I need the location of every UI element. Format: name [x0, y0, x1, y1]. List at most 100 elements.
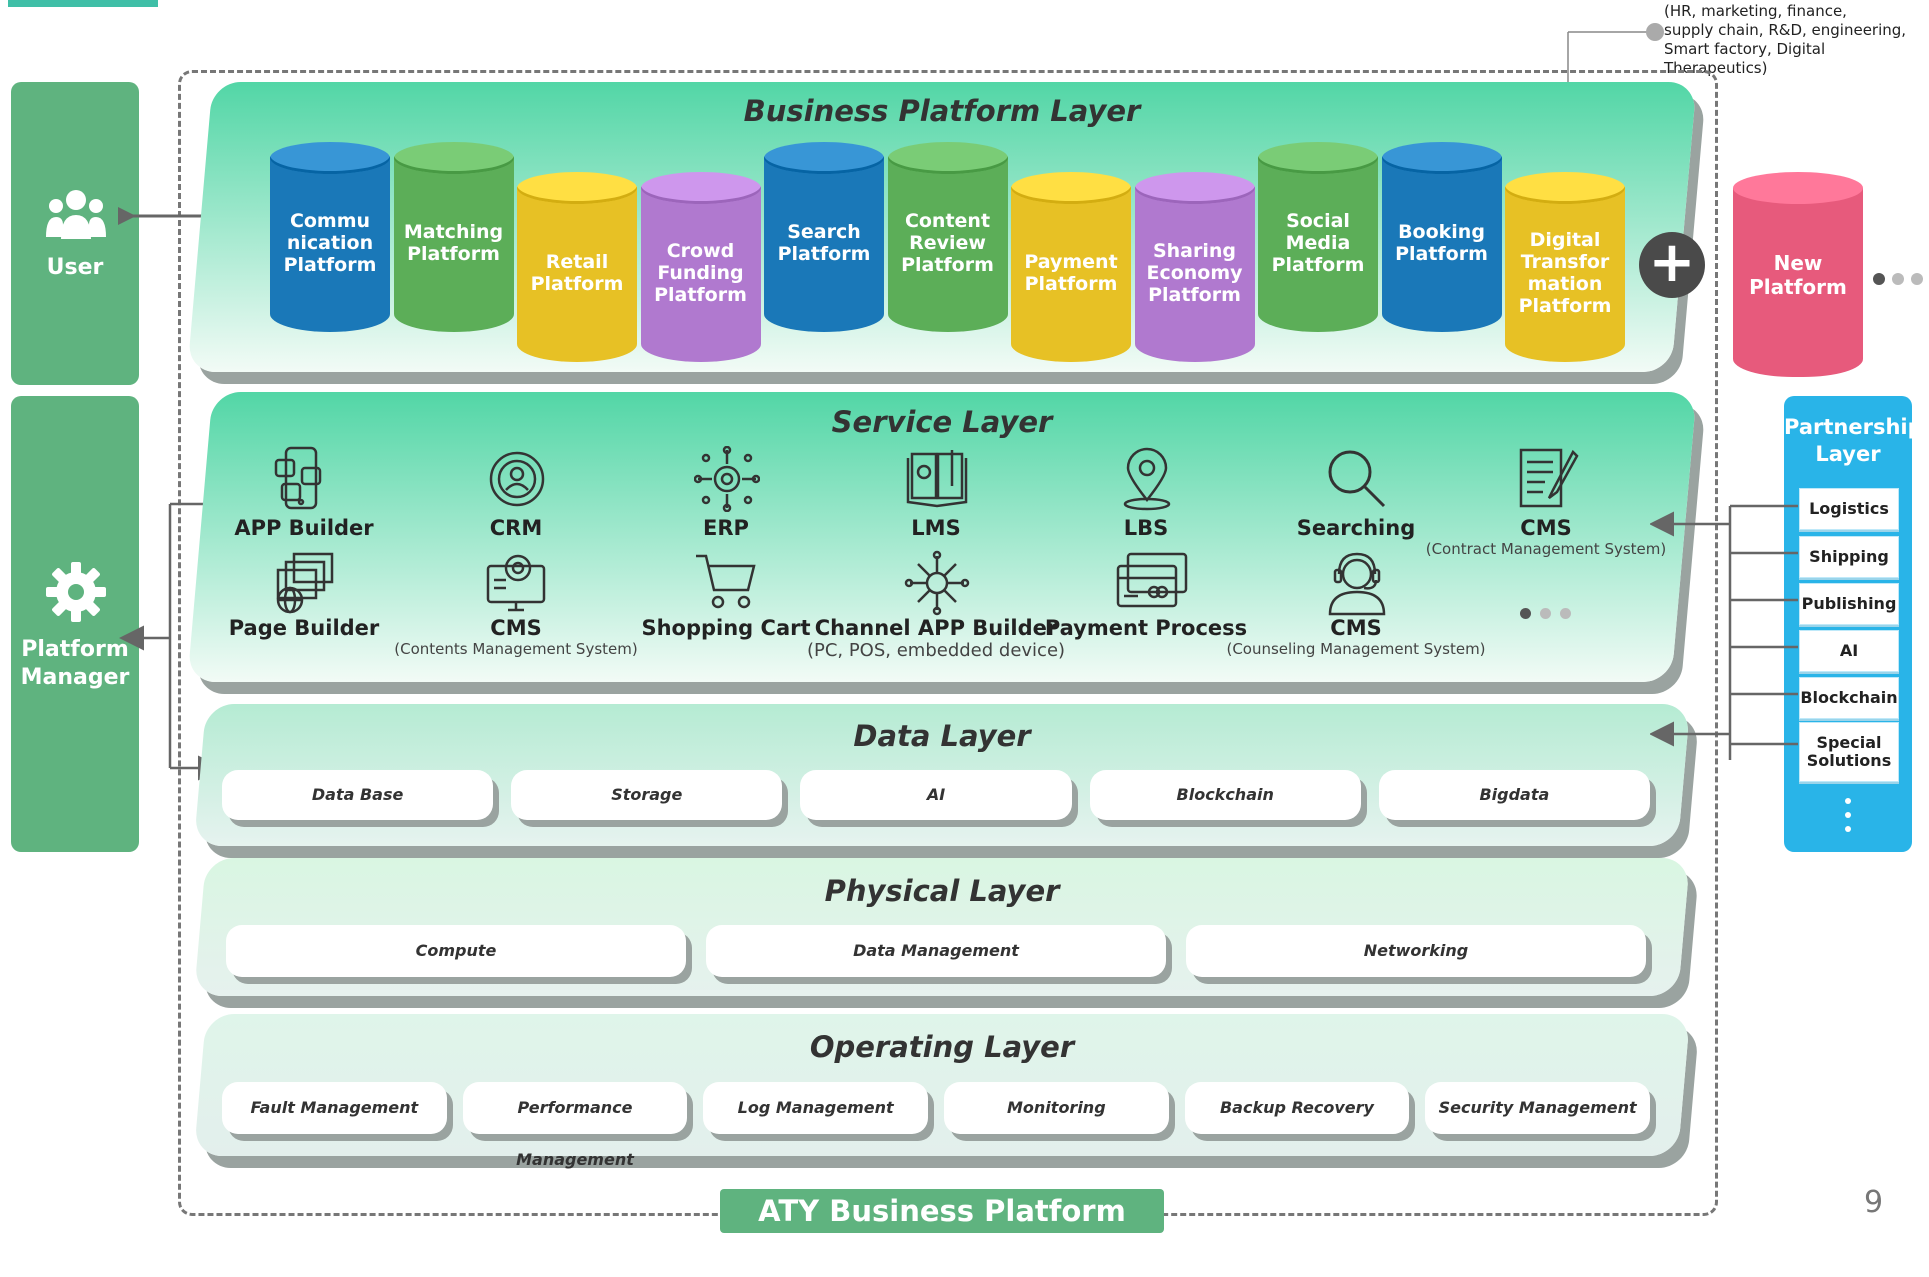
- cylinder-label: Matching Platform: [403, 221, 504, 265]
- cylinder-body: [270, 158, 390, 332]
- platform-cylinder[interactable]: Content Review Platform: [887, 142, 1008, 332]
- more-dot: [1911, 273, 1923, 285]
- platform-cylinder[interactable]: Booking Platform: [1381, 142, 1502, 332]
- partnership-item[interactable]: AI: [1799, 630, 1899, 672]
- footer-title: ATY Business Platform Builder: [720, 1189, 1164, 1272]
- service-name: CMS: [1520, 516, 1572, 540]
- more-dot: [1560, 608, 1571, 619]
- cylinder-top: [1381, 142, 1502, 174]
- layer-item[interactable]: Blockchain: [1089, 770, 1361, 820]
- more-dot: [1892, 273, 1904, 285]
- cylinder-top: [1505, 172, 1625, 204]
- platform-manager-label: Platform Manager: [20, 637, 130, 690]
- platform-cylinder[interactable]: Digital Transfor mation Platform: [1505, 172, 1625, 362]
- partnership-item[interactable]: Logistics: [1799, 488, 1899, 530]
- layer-item[interactable]: Backup Recovery: [1184, 1082, 1410, 1134]
- layer-item[interactable]: Log Management: [703, 1082, 928, 1134]
- service-item[interactable]: Payment Process: [996, 616, 1296, 640]
- platform-cylinder[interactable]: Retail Platform: [517, 172, 637, 362]
- service-name: CRM: [489, 516, 543, 540]
- platform-cylinder[interactable]: Crowd Funding Platform: [640, 172, 761, 362]
- platform-cylinder[interactable]: Sharing Economy Platform: [1134, 172, 1255, 362]
- more-dot: [1873, 273, 1885, 285]
- new-platform-label: New Platform: [1749, 250, 1847, 299]
- service-item[interactable]: Searching: [1226, 516, 1486, 540]
- cylinder-body: [393, 158, 514, 332]
- annotation-text: (HR, marketing, finance, supply chain, R…: [1664, 2, 1907, 77]
- lbs-icon: [1123, 447, 1171, 511]
- new-platform-cylinder[interactable]: New Platform: [1733, 172, 1863, 377]
- service-layer-title: Service Layer: [831, 405, 1053, 439]
- data-layer-title: Data Layer: [853, 719, 1031, 753]
- layer-item[interactable]: AI: [800, 770, 1072, 820]
- service-item[interactable]: CMS(Contents Management System): [366, 616, 666, 658]
- partnership-item[interactable]: Publishing: [1799, 583, 1899, 625]
- contract-icon: [1519, 448, 1579, 508]
- service-item[interactable]: ERP: [596, 516, 856, 540]
- service-item[interactable]: Shopping Cart: [576, 616, 876, 640]
- platform-cylinder[interactable]: Search Platform: [764, 142, 884, 332]
- cylinder-body: [764, 158, 884, 332]
- partnership-item[interactable]: Shipping: [1799, 536, 1899, 578]
- cylinder-body: [640, 188, 761, 362]
- cylinder-top: [1258, 142, 1378, 174]
- layer-item[interactable]: Data Management: [706, 925, 1166, 977]
- service-item[interactable]: CMS(Contract Management System): [1416, 516, 1676, 558]
- partnership-title: Partnership Layer: [1784, 415, 1923, 466]
- service-subtitle: (Contract Management System): [1425, 540, 1667, 558]
- platform-cylinder[interactable]: Payment Platform: [1011, 172, 1131, 362]
- layer-item[interactable]: Compute: [226, 925, 686, 977]
- partnership-item[interactable]: Blockchain: [1799, 677, 1899, 719]
- operating-layer-title: Operating Layer: [809, 1030, 1075, 1064]
- service-more-dots[interactable]: [1520, 606, 1576, 622]
- service-item[interactable]: Page Builder: [154, 616, 454, 640]
- channel-app-builder-icon: [904, 550, 970, 616]
- service-item[interactable]: CRM: [386, 516, 646, 540]
- add-platform-button[interactable]: +: [1639, 232, 1705, 298]
- gear-icon: [46, 562, 106, 622]
- cms-contents-icon: [486, 554, 546, 612]
- cylinder-label: Payment Platform: [1024, 251, 1118, 295]
- app-builder-icon: [274, 446, 322, 510]
- service-name: CMS: [1330, 616, 1382, 640]
- top-accent-bar: [8, 0, 158, 7]
- cylinder-body: [1505, 188, 1625, 362]
- layer-item[interactable]: Security Management: [1425, 1082, 1650, 1134]
- layer-item[interactable]: Fault Management: [222, 1082, 447, 1134]
- service-item[interactable]: APP Builder: [174, 516, 434, 540]
- platform-manager-box[interactable]: Platform Manager: [11, 396, 139, 852]
- search-icon: [1328, 450, 1386, 508]
- service-name: Searching: [1296, 516, 1416, 540]
- cylinder-top: [270, 142, 390, 174]
- service-subtitle: (PC, POS, embedded device): [806, 640, 1066, 661]
- service-name: ERP: [703, 516, 749, 540]
- service-item[interactable]: Channel APP Builder(PC, POS, embedded de…: [786, 616, 1086, 661]
- more-dot: [1845, 812, 1851, 818]
- cylinder-label: Digital Transfor mation Platform: [1518, 229, 1612, 317]
- user-label: User: [46, 255, 104, 280]
- partnership-item[interactable]: Special Solutions: [1799, 722, 1899, 782]
- layer-item[interactable]: Data Base: [222, 770, 494, 820]
- partnership-more-dots[interactable]: [1840, 798, 1856, 838]
- payment-icon: [1116, 552, 1188, 608]
- layer-item[interactable]: Performance Management: [462, 1082, 688, 1169]
- service-item[interactable]: LBS: [1016, 516, 1276, 540]
- service-name: CMS: [490, 616, 542, 640]
- physical-layer-title: Physical Layer: [824, 874, 1060, 908]
- layer-item[interactable]: Storage: [511, 770, 783, 820]
- platform-cylinder[interactable]: Matching Platform: [393, 142, 514, 332]
- layer-item[interactable]: Networking: [1186, 925, 1646, 977]
- platform-cylinder[interactable]: Commu nication Platform: [270, 142, 390, 332]
- cylinder-label: Commu nication Platform: [283, 210, 377, 276]
- service-subtitle: (Contents Management System): [394, 640, 638, 658]
- more-platforms-dots[interactable]: [1873, 270, 1929, 290]
- user-box[interactable]: User: [11, 82, 139, 385]
- service-item[interactable]: LMS: [806, 516, 1066, 540]
- page-builder-icon: [276, 552, 334, 614]
- layer-item[interactable]: Monitoring: [944, 1082, 1169, 1134]
- service-item[interactable]: CMS(Counseling Management System): [1206, 616, 1506, 658]
- platform-cylinder[interactable]: Social Media Platform: [1258, 142, 1378, 332]
- cylinder-body: [1381, 158, 1502, 332]
- more-dot: [1845, 826, 1851, 832]
- layer-item[interactable]: Bigdata: [1378, 770, 1650, 820]
